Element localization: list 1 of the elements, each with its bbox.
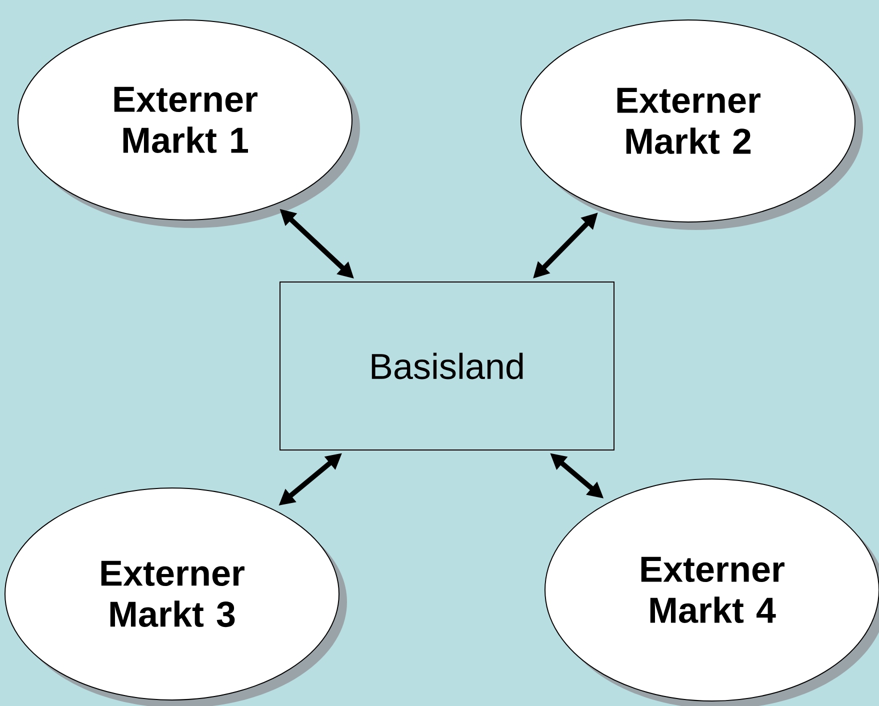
country-box: Basisland	[280, 281, 614, 450]
